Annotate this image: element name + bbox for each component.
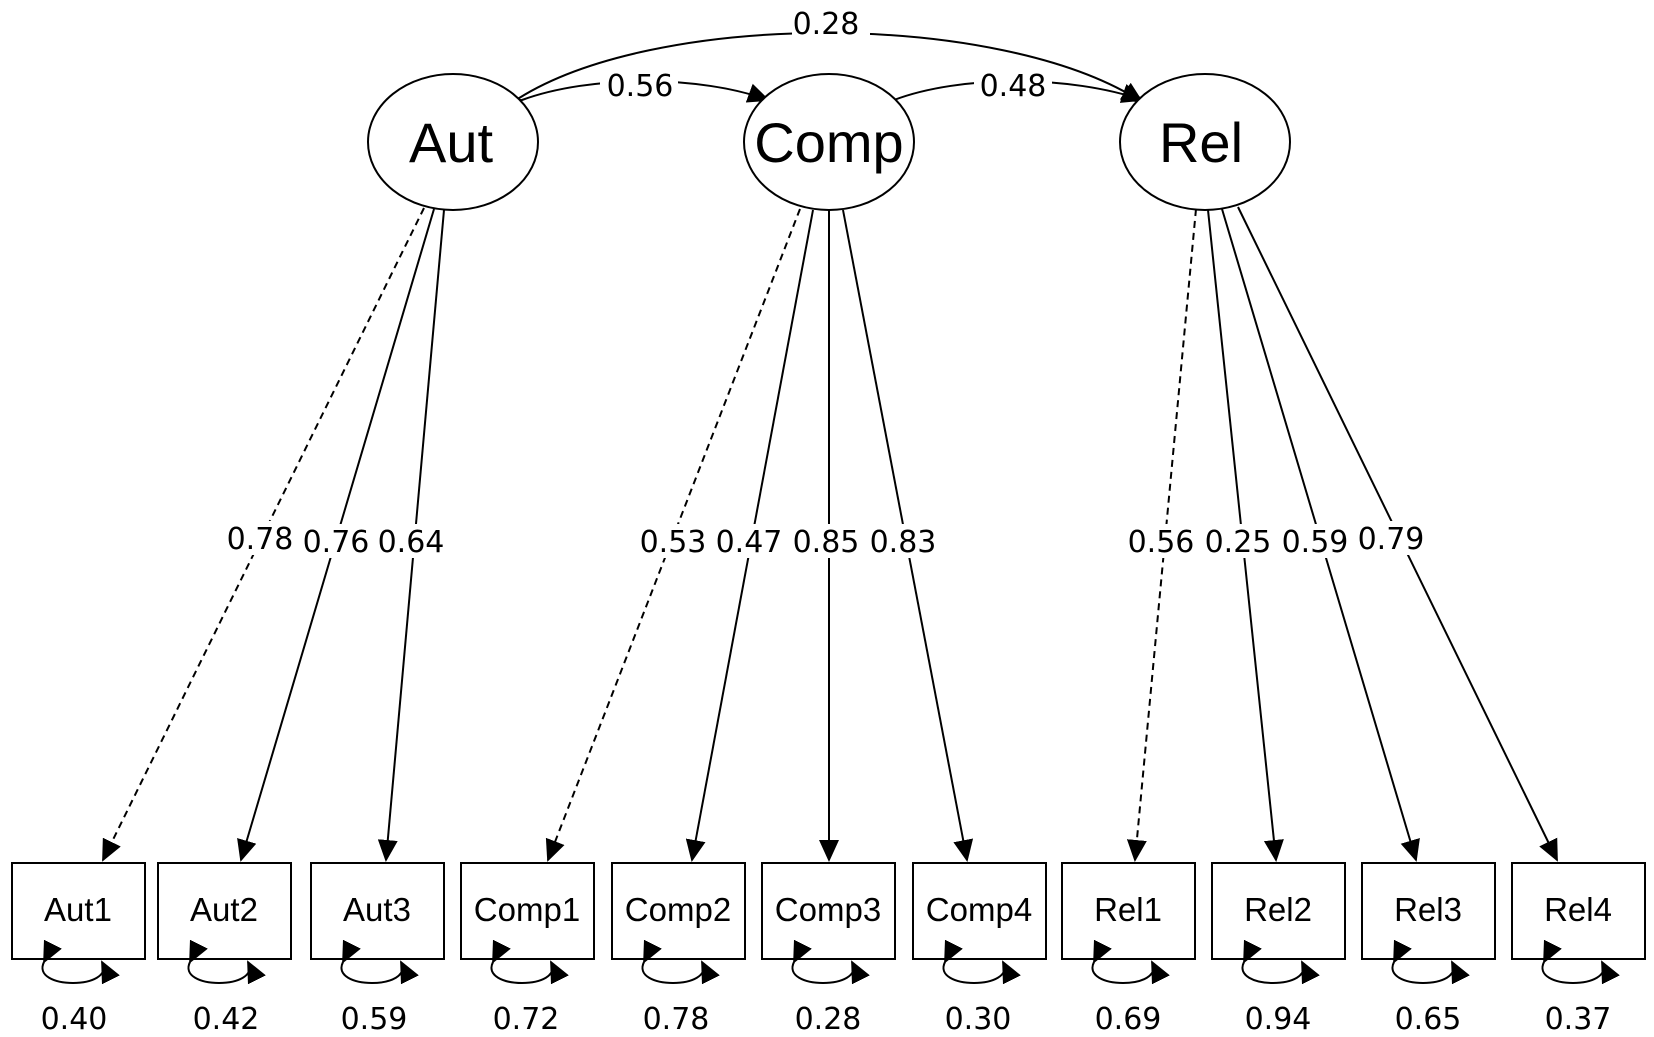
residual-label-aut1: 0.40 xyxy=(41,1002,108,1037)
residual-variances: 0.40 0.42 0.59 0.72 0.78 0.28 0.30 0.69 … xyxy=(41,939,1620,1037)
loading-paths: 0.78 0.76 0.64 0.53 0.47 0.85 0.83 0.56 … xyxy=(102,206,1558,862)
loading-label-rel3: 0.59 xyxy=(1282,525,1349,560)
residual-label-aut2: 0.42 xyxy=(193,1002,260,1037)
observed-node-comp2: Comp2 xyxy=(611,862,746,960)
observed-label: Comp1 xyxy=(474,891,580,928)
observed-node-rel1: Rel1 xyxy=(1061,862,1196,960)
loading-label-bg xyxy=(639,524,707,558)
latent-nodes: Aut Comp Rel xyxy=(367,73,1291,211)
residual-loop-comp2 xyxy=(641,939,720,985)
covariance-label-comp-rel: 0.48 xyxy=(980,69,1047,104)
observed-node-rel3: Rel3 xyxy=(1361,862,1496,960)
observed-label: Comp3 xyxy=(775,891,881,928)
observed-node-aut3: Aut3 xyxy=(310,862,445,960)
observed-label: Aut2 xyxy=(190,891,258,928)
residual-loop-aut2 xyxy=(187,939,266,985)
loading-label-bg xyxy=(377,524,445,558)
latent-label: Comp xyxy=(754,111,903,174)
residual-label-rel1: 0.69 xyxy=(1095,1002,1162,1037)
residual-loop-rel4 xyxy=(1541,939,1620,985)
observed-node-rel4: Rel4 xyxy=(1511,862,1646,960)
residual-label-comp4: 0.30 xyxy=(945,1002,1012,1037)
loading-label-bg xyxy=(869,524,937,558)
residual-label-comp2: 0.78 xyxy=(643,1002,710,1037)
loading-label-rel2: 0.25 xyxy=(1205,525,1272,560)
observed-node-rel2: Rel2 xyxy=(1211,862,1346,960)
observed-label: Rel2 xyxy=(1244,891,1312,928)
covariance-label-aut-rel: 0.28 xyxy=(793,7,860,42)
residual-loop-rel3 xyxy=(1391,939,1470,985)
loading-label-bg xyxy=(1127,524,1195,558)
loading-label-aut1: 0.78 xyxy=(227,522,294,557)
loading-label-comp3: 0.85 xyxy=(793,525,860,560)
residual-label-comp1: 0.72 xyxy=(493,1002,560,1037)
loading-label-bg xyxy=(792,524,860,558)
observed-node-comp1: Comp1 xyxy=(460,862,595,960)
latent-node-comp: Comp xyxy=(743,73,915,211)
residual-label-rel4: 0.37 xyxy=(1545,1002,1612,1037)
residual-loop-comp4 xyxy=(942,939,1021,985)
loading-label-comp1: 0.53 xyxy=(640,525,707,560)
observed-node-aut2: Aut2 xyxy=(157,862,292,960)
covariance-arcs: 0.28 0.56 0.48 xyxy=(490,6,1144,122)
loading-label-comp2: 0.47 xyxy=(716,525,783,560)
observed-label: Comp4 xyxy=(926,891,1032,928)
observed-nodes: Aut1 Aut2 Aut3 Comp1 Comp2 Comp3 Comp4 xyxy=(11,862,1646,960)
observed-label: Rel1 xyxy=(1094,891,1162,928)
residual-label-comp3: 0.28 xyxy=(795,1002,862,1037)
loading-label-bg xyxy=(226,521,294,555)
observed-label: Aut1 xyxy=(44,891,112,928)
latent-node-aut: Aut xyxy=(367,73,539,211)
latent-label: Aut xyxy=(409,111,493,174)
observed-label: Comp2 xyxy=(625,891,731,928)
observed-node-comp4: Comp4 xyxy=(912,862,1047,960)
covariance-label-bg xyxy=(974,68,1052,102)
loading-label-bg xyxy=(1281,524,1349,558)
loading-label-aut2: 0.76 xyxy=(303,525,370,560)
covariance-label-bg xyxy=(600,68,678,102)
latent-label: Rel xyxy=(1159,111,1243,174)
loading-label-bg xyxy=(715,524,783,558)
latent-node-rel: Rel xyxy=(1119,73,1291,211)
residual-label-rel3: 0.65 xyxy=(1395,1002,1462,1037)
observed-label: Rel4 xyxy=(1544,891,1612,928)
residual-loop-comp1 xyxy=(490,939,569,985)
residual-label-rel2: 0.94 xyxy=(1245,1002,1312,1037)
loading-label-comp4: 0.83 xyxy=(870,525,937,560)
loading-label-aut3: 0.64 xyxy=(378,525,445,560)
covariance-label-bg xyxy=(792,6,870,40)
covariance-label-aut-comp: 0.56 xyxy=(607,69,674,104)
observed-node-comp3: Comp3 xyxy=(761,862,896,960)
observed-node-aut1: Aut1 xyxy=(11,862,146,960)
observed-label: Rel3 xyxy=(1394,891,1462,928)
observed-label: Aut3 xyxy=(343,891,411,928)
residual-label-aut3: 0.59 xyxy=(341,1002,408,1037)
residual-loop-rel1 xyxy=(1091,939,1170,985)
loading-label-bg xyxy=(1357,521,1425,555)
residual-loop-aut1 xyxy=(41,939,120,985)
residual-loop-rel2 xyxy=(1241,939,1320,985)
loading-label-bg xyxy=(302,524,370,558)
residual-loop-comp3 xyxy=(791,939,870,985)
residual-loop-aut3 xyxy=(340,939,419,985)
loading-label-rel4: 0.79 xyxy=(1358,522,1425,557)
loading-label-bg xyxy=(1204,524,1272,558)
loading-label-rel1: 0.56 xyxy=(1128,525,1195,560)
